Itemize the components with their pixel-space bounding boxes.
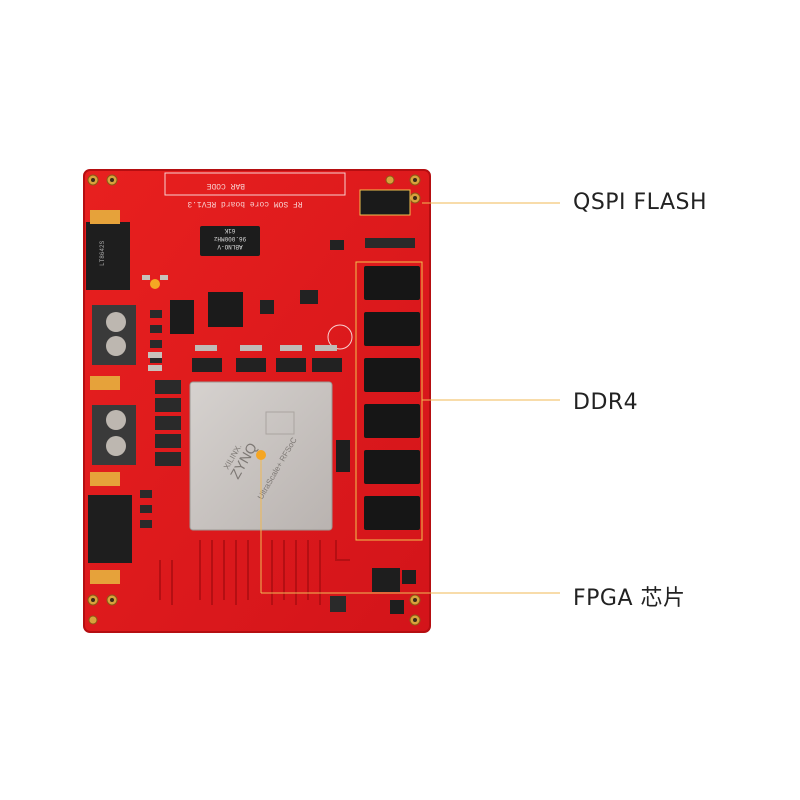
power-regulators: LT8642S (86, 210, 136, 584)
reg-marking-1: LT8642S (99, 240, 106, 266)
osc-line3: 61K (224, 227, 235, 234)
marker-fpga-dot (256, 450, 266, 460)
qspi-flash-area (359, 189, 411, 216)
pcb-traces (159, 540, 350, 605)
osc-line2: 96.000MHz (213, 235, 246, 242)
oscillator (200, 226, 260, 256)
ddr4-group-outline (355, 261, 423, 541)
ddr4-chips (364, 266, 420, 530)
marker-left-dot (150, 279, 160, 289)
osc-line1: ABLNO-V (217, 243, 243, 250)
barcode-box (164, 172, 346, 196)
callout-fpga-chip: FPGA 芯片 (573, 586, 686, 611)
silk-barcode: BAR CODE (206, 181, 245, 190)
callout-lines (260, 202, 560, 594)
silk-title: RF SOM core board REV1.3 (187, 199, 302, 208)
callout-qspi-flash: QSPI FLASH (573, 190, 708, 215)
callout-ddr4: DDR4 (573, 390, 639, 415)
